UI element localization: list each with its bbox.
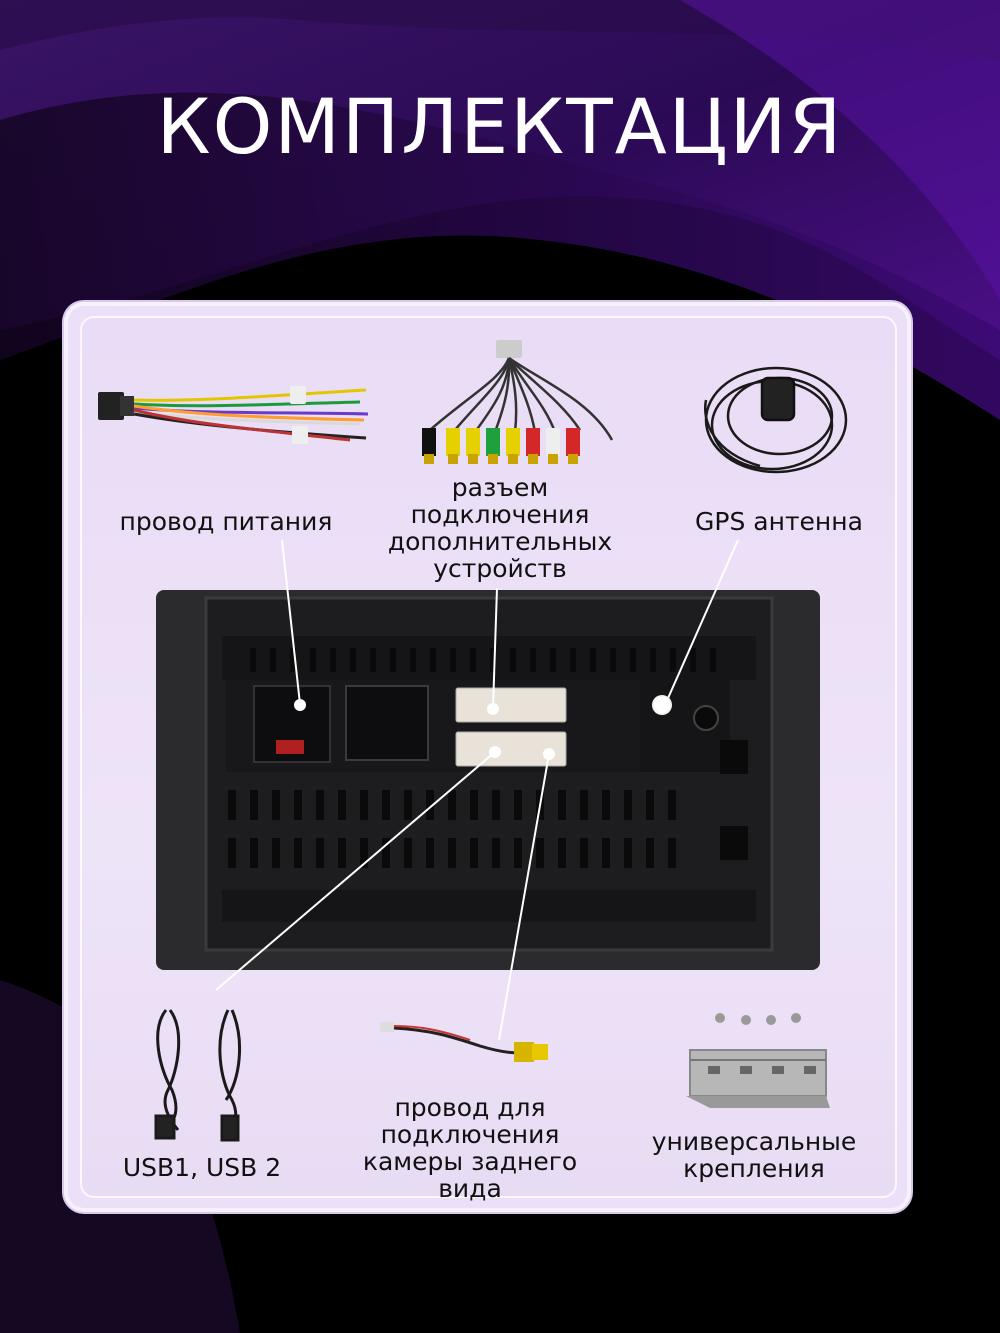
label-power-cable: провод питания	[119, 507, 333, 536]
label-aux-line-2: подключения	[410, 500, 590, 529]
page-title: КОМПЛЕКТАЦИЯ	[156, 82, 844, 171]
label-camera-line-2: подключения	[380, 1120, 560, 1149]
mounting-brackets-icon	[686, 1013, 830, 1108]
label-camera-line-3: камеры заднего	[362, 1147, 578, 1176]
callout-lines	[215, 539, 739, 1041]
gps-antenna-icon	[704, 366, 848, 474]
label-aux-line-1: разъем	[451, 473, 549, 502]
callout-dots	[294, 697, 670, 760]
label-mounts: универсальные крепления	[636, 1128, 872, 1182]
label-camera-cable: провод для подключения камеры заднего ви…	[340, 1094, 600, 1202]
usb-cables-icon	[154, 1009, 242, 1142]
camera-cable-icon	[380, 1022, 548, 1062]
label-aux-line-3: дополнительных	[387, 527, 613, 556]
label-aux-connector: разъем подключения дополнительных устрой…	[360, 474, 640, 582]
rca-harness-icon	[422, 340, 614, 464]
label-usb: USB1, USB 2	[122, 1153, 282, 1182]
power-harness-icon	[98, 386, 369, 444]
label-camera-line-1: провод для	[394, 1093, 546, 1122]
label-aux-line-4: устройств	[433, 554, 567, 583]
label-mounts-line-2: крепления	[683, 1154, 825, 1183]
label-camera-line-4: вида	[438, 1174, 502, 1203]
label-mounts-line-1: универсальные	[651, 1127, 857, 1156]
label-gps-antenna: GPS антенна	[695, 507, 863, 536]
head-unit-back-icon	[156, 590, 820, 970]
